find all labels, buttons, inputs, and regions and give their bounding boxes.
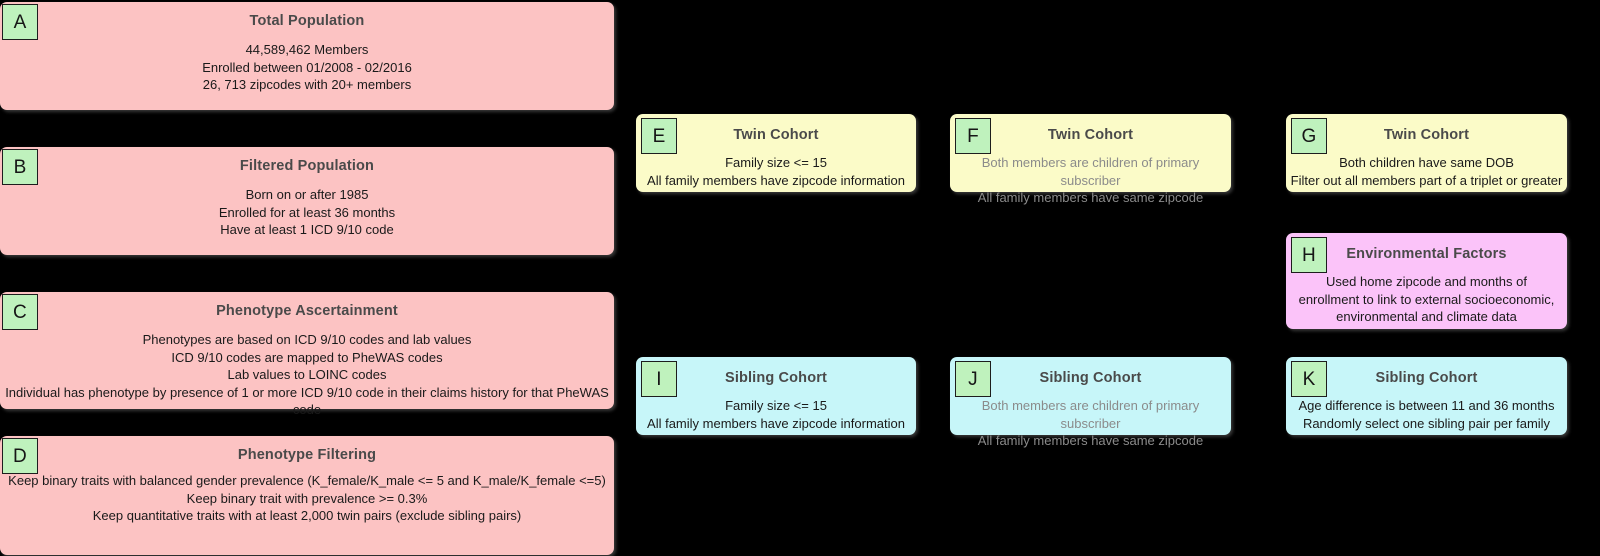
panel-letter-badge-k: K [1291,361,1327,397]
panel-k-title: Sibling Cohort [1375,370,1478,386]
panel-f-twin-cohort[interactable]: F Twin Cohort Both members are children … [950,114,1231,205]
panel-h-title: Environmental Factors [1346,246,1507,262]
panel-i-body: Family size <= 15 All family members hav… [647,398,905,431]
panel-i-title: Sibling Cohort [725,370,827,386]
panel-d-body: Keep binary traits with balanced gender … [8,473,606,523]
panel-letter-badge-a: A [2,4,38,40]
panel-k-body: Age difference is between 11 and 36 mont… [1298,398,1555,431]
panel-letter-badge-b: B [2,149,38,185]
panel-c-phenotype-ascertainment[interactable]: C Phenotype Ascertainment Phenotypes are… [0,292,614,417]
panel-d-title: Phenotype Filtering [237,447,377,463]
panel-a-body: 44,589,462 Members Enrolled between 01/2… [202,42,412,92]
panel-b-filtered-population[interactable]: B Filtered Population Born on or after 1… [0,147,614,255]
panel-j-title: Sibling Cohort [1039,370,1142,386]
panel-f-body: Both members are children of primary sub… [977,155,1204,205]
panel-a-total-population[interactable]: A Total Population 44,589,462 Members En… [0,2,614,110]
panel-e-twin-cohort[interactable]: E Twin Cohort Family size <= 15 All fami… [636,114,916,192]
panel-h-environmental-factors[interactable]: H Environmental Factors Used home zipcod… [1286,233,1567,329]
panel-g-body: Both children have same DOB Filter out a… [1290,155,1563,188]
panel-d-phenotype-filtering[interactable]: D Phenotype Filtering Keep binary traits… [0,436,614,555]
panel-e-title: Twin Cohort [733,127,819,143]
panel-letter-badge-i: I [641,361,677,397]
panel-i-sibling-cohort[interactable]: I Sibling Cohort Family size <= 15 All f… [636,357,916,435]
panel-g-twin-cohort[interactable]: G Twin Cohort Both children have same DO… [1286,114,1567,192]
panel-b-body: Born on or after 1985 Enrolled for at le… [218,187,396,237]
panel-letter-badge-e: E [641,118,677,154]
panel-k-sibling-cohort[interactable]: K Sibling Cohort Age difference is betwe… [1286,357,1567,435]
panel-letter-badge-c: C [2,294,38,330]
panel-letter-badge-j: J [955,361,991,397]
panel-b-title: Filtered Population [239,158,375,174]
panel-g-title: Twin Cohort [1383,127,1470,143]
panel-f-title: Twin Cohort [1047,127,1134,143]
panel-a-title: Total Population [249,13,365,29]
panel-letter-badge-d: D [2,438,38,474]
panel-e-body: Family size <= 15 All family members hav… [647,155,905,188]
panel-h-body: Used home zipcode and months of enrollme… [1298,274,1555,324]
panel-letter-badge-g: G [1291,118,1327,154]
panel-c-title: Phenotype Ascertainment [216,303,398,319]
panel-letter-badge-f: F [955,118,991,154]
panel-j-body: Both members are children of primary sub… [977,398,1204,448]
panel-c-body: Phenotypes are based on ICD 9/10 codes a… [5,332,609,417]
panel-j-sibling-cohort[interactable]: J Sibling Cohort Both members are childr… [950,357,1231,448]
panel-letter-badge-h: H [1291,237,1327,273]
